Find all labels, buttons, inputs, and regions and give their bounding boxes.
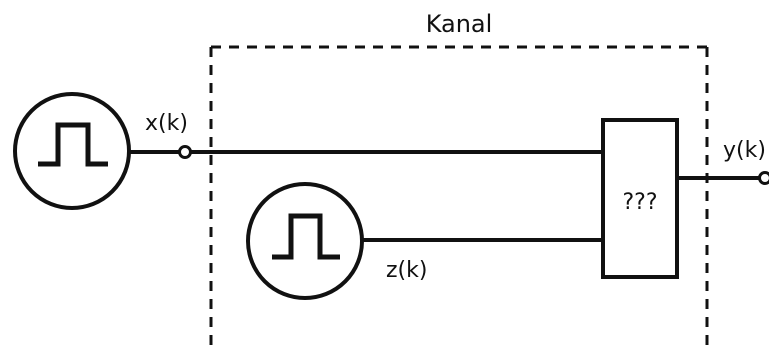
input-signal-label: x(k) [145, 111, 188, 136]
unknown-block [601, 118, 679, 279]
output-terminal-node [758, 171, 769, 185]
channel-title: Kanal [426, 10, 493, 38]
output-signal-label: y(k) [723, 138, 766, 163]
unknown-block-label: ??? [622, 190, 657, 215]
pulse-generator-icon [272, 213, 340, 260]
noise-signal-label: z(k) [386, 258, 427, 283]
input-terminal-node [178, 145, 192, 159]
noise-source-circle [246, 182, 364, 300]
input-source-circle [13, 92, 131, 210]
input-source [13, 92, 131, 210]
channel-box [209, 45, 709, 352]
noise-source [246, 182, 364, 300]
pulse-generator-icon [38, 122, 108, 167]
